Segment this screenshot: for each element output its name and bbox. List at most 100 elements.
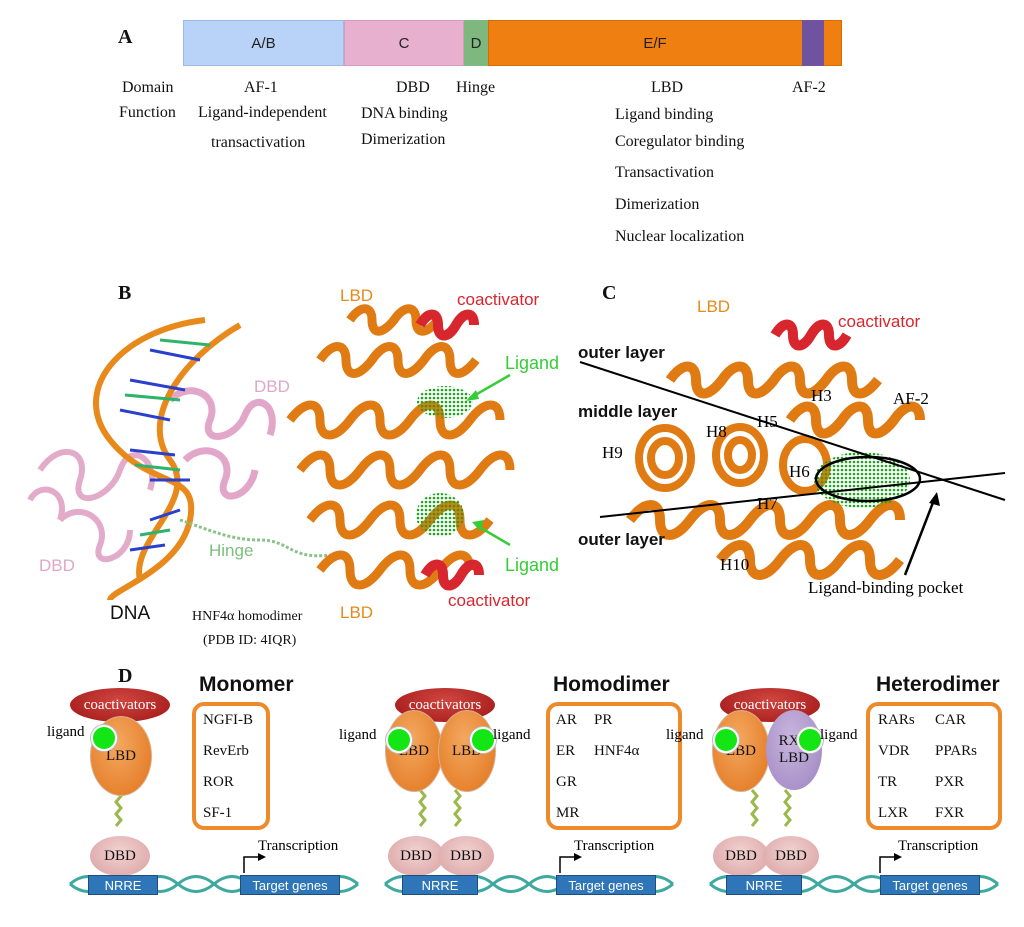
monomer-item-3: ROR: [203, 774, 234, 790]
homodimer-box: [546, 702, 682, 830]
heterodimer-dbd-right-label: DBD: [775, 847, 807, 864]
homodimer-dbd-right: DBD: [438, 836, 494, 876]
function-row-label: Function: [119, 104, 176, 121]
monomer-ligand-label: ligand: [47, 724, 85, 740]
heterodimer-col2-item-4: FXR: [935, 805, 965, 821]
lbd-function-4: Dimerization: [615, 196, 700, 213]
dbd-left-ribbon: [27, 448, 155, 563]
segment-ab-label: A/B: [251, 34, 276, 52]
pocket-arrow: [903, 499, 936, 576]
monomer-item-4: SF-1: [203, 805, 233, 821]
panel-c-lbd-label: LBD: [697, 297, 731, 316]
h9-label: H9: [602, 443, 623, 462]
layer-line-upper: [579, 361, 1006, 501]
monomer-nrre-label: NRRE: [104, 877, 142, 893]
heterodimer-ligand-dot-right: [797, 727, 823, 753]
lbd-upper-ribbon: [286, 304, 515, 490]
dbd-domain-label: DBD: [396, 79, 430, 96]
homodimer-col2-item-1: PR: [594, 712, 613, 728]
homodimer-transcription-label: Transcription: [574, 838, 655, 854]
hinge-strand: [179, 518, 331, 558]
ligand-bottom-arrow: [475, 523, 511, 547]
ligand-bottom-label: Ligand: [505, 555, 560, 575]
monomer-lbd-label: LBD: [106, 747, 136, 764]
coactivator-bottom-helix: [420, 559, 484, 591]
homodimer-target-genes-label: Target genes: [568, 877, 644, 893]
middle-layer-label: middle layer: [578, 402, 678, 421]
homodimer-ligand-dot-right: [470, 727, 496, 753]
lbd-domain-label: LBD: [651, 79, 683, 96]
outer-layer-bottom-label: outer layer: [578, 530, 665, 549]
panel-c-coactivator-helix: [770, 319, 852, 351]
dbd-right-label: DBD: [254, 377, 290, 396]
segment-ab: A/B: [183, 20, 344, 66]
ligand-top-arrowhead: [466, 390, 479, 401]
heterodimer-nrre: NRRE: [726, 875, 802, 895]
heterodimer-col1-item-4: LXR: [878, 805, 908, 821]
homodimer-target-genes: Target genes: [556, 875, 656, 895]
ligand-top-density: [417, 386, 473, 418]
dna-label: DNA: [110, 603, 151, 624]
lbd-function-2: Coregulator binding: [615, 133, 745, 150]
heterodimer-dbd-left-label: DBD: [725, 847, 757, 864]
monomer-target-genes-label: Target genes: [252, 877, 328, 893]
panel-c-lbd-ribbon: [626, 361, 925, 580]
segment-ef: E/F: [488, 20, 842, 66]
homodimer-col2-item-2: HNF4α: [594, 743, 640, 759]
monomer-nrre: NRRE: [88, 875, 158, 895]
segment-c-label: C: [398, 34, 410, 52]
af1-label: AF-1: [244, 79, 278, 96]
heterodimer-coactivators-label: coactivators: [733, 696, 807, 713]
ligand-top-label: Ligand: [505, 353, 560, 373]
layer-line-lower: [599, 472, 1006, 518]
segment-af2: [802, 20, 824, 66]
outer-layer-top-label: outer layer: [578, 343, 665, 362]
ligand-independent-label: Ligand-independent: [198, 104, 327, 121]
dimerization-dbd-label: Dimerization: [361, 131, 446, 148]
heterodimer-nrre-label: NRRE: [745, 877, 783, 893]
structure-illustrations: [27, 304, 1006, 602]
hinge-b-label: Hinge: [209, 541, 254, 560]
panel-a-letter: A: [118, 26, 133, 48]
coactivator-top-label: coactivator: [457, 290, 540, 309]
pocket-label: Ligand-binding pocket: [808, 578, 964, 597]
monomer-item-2: RevErb: [203, 743, 249, 759]
monomer-ligand-dot: [91, 725, 117, 751]
dna-binding-label: DNA binding: [361, 105, 448, 122]
hnf4a-caption-line2: (PDB ID: 4IQR): [203, 633, 297, 648]
lbd-function-3: Transactivation: [615, 164, 714, 181]
rxr-lbd-line2: LBD: [779, 750, 809, 766]
h6-label: H6: [789, 462, 810, 481]
segment-c: C: [344, 20, 464, 66]
heterodimer-col2-item-2: PPARs: [935, 743, 977, 759]
heterodimer-dbd-left: DBD: [713, 836, 769, 876]
af2-label: AF-2: [792, 79, 826, 96]
homodimer-col1-item-4: MR: [556, 805, 580, 821]
heterodimer-ligand-label-left: ligand: [666, 727, 704, 743]
heterodimer-box: [866, 702, 1002, 830]
homodimer-dbd-left-label: DBD: [400, 847, 432, 864]
lbd-function-5: Nuclear localization: [615, 228, 745, 245]
heterodimer-title: Heterodimer: [876, 673, 1000, 696]
homodimer-dbd-left: DBD: [388, 836, 444, 876]
heterodimer-col2-item-3: PXR: [935, 774, 965, 790]
lbd-bottom-label: LBD: [340, 603, 374, 622]
homodimer-col1-item-3: GR: [556, 774, 577, 790]
panel-c-af2-label: AF-2: [893, 389, 929, 408]
h3-label: H3: [811, 386, 832, 405]
homodimer-col1-item-2: ER: [556, 743, 576, 759]
ligand-bottom-density: [416, 493, 464, 537]
homodimer-title: Homodimer: [553, 673, 670, 696]
monomer-item-1: NGFI-B: [203, 712, 254, 728]
monomer-box: [192, 702, 270, 830]
heterodimer-target-genes: Target genes: [880, 875, 980, 895]
monomer-title: Monomer: [199, 673, 294, 696]
heterodimer-col2-item-1: CAR: [935, 712, 966, 728]
panel-c-coactivator-label: coactivator: [838, 312, 921, 331]
panel-c-letter: C: [602, 282, 617, 304]
segment-d: D: [464, 20, 488, 66]
pocket-ellipse: [814, 455, 922, 503]
homodimer-ligand-label-left: ligand: [339, 727, 377, 743]
panel-d-letter: D: [118, 665, 133, 687]
h8-label: H8: [706, 422, 727, 441]
